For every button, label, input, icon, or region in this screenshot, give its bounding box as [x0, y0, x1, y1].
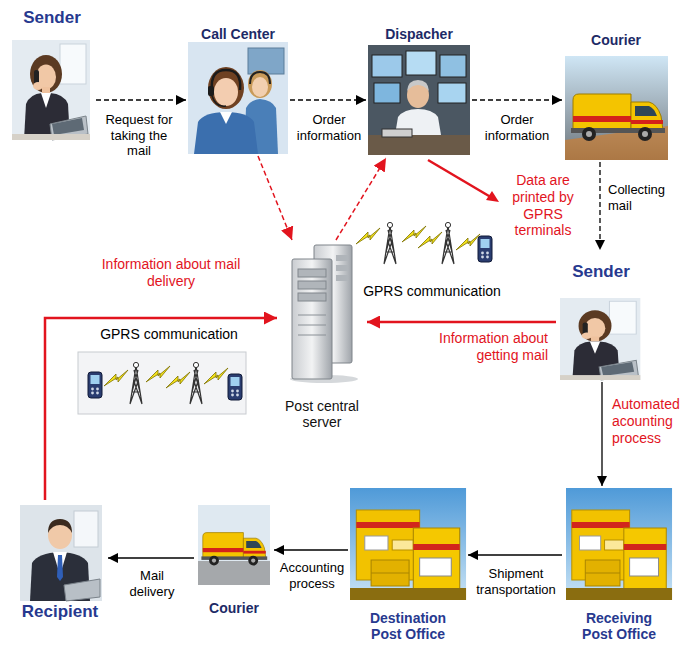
post-office-node: Destination Post Office: [348, 486, 468, 644]
sender-photo: [560, 298, 640, 380]
actor-node: Sender: [556, 250, 646, 382]
edge-label: Request for taking the mail: [98, 112, 180, 159]
flow-arrow: [468, 554, 562, 555]
courier-van-photo: [198, 505, 270, 585]
edge-label: Information about mail delivery: [96, 256, 246, 290]
node-title: Sender: [572, 262, 630, 282]
annotation-label: Data are printed by GPRS terminals: [500, 172, 586, 239]
server-node: Post central server: [277, 240, 367, 432]
flow-arrow: [274, 549, 348, 550]
node-title: Recipient: [22, 602, 99, 622]
flow-arrow: [601, 382, 602, 486]
node-title: Destination Post Office: [360, 610, 456, 642]
flow-arrow: [336, 158, 386, 240]
flow-arrow: [472, 99, 562, 100]
server-icon: [290, 245, 358, 383]
post-office-photo: [350, 488, 466, 600]
node-title: Call Center: [201, 26, 275, 42]
flow-arrow: [258, 156, 292, 240]
edge-label: Shipment transportation: [472, 566, 560, 597]
edge-label: Collecting mail: [608, 182, 674, 213]
sender-photo: [12, 40, 90, 140]
courier-van-photo: [565, 56, 668, 160]
post-office-node: Receiving Post Office: [562, 486, 676, 644]
flow-arrow: [45, 318, 277, 500]
gprs-illustration: [356, 222, 492, 264]
flow-arrow: [108, 557, 194, 558]
actor-node: Sender: [8, 6, 96, 142]
edge-label: Accounting process: [277, 560, 347, 591]
annotation-label: GPRS communication: [352, 283, 512, 300]
node-title: Post central server: [280, 398, 364, 430]
edge-label: Automated acounting process: [612, 396, 688, 446]
call-center-photo: [188, 42, 288, 154]
flow-arrow: [96, 99, 186, 100]
actor-node: Dispacher: [366, 24, 472, 158]
arrowhead: [486, 191, 499, 202]
flow-arrow: [290, 99, 366, 100]
edge-label: Information about getting mail: [398, 330, 548, 364]
actor-node: Recipient: [12, 500, 108, 624]
edge-label: Order information: [476, 112, 558, 143]
flow-arrow: [367, 321, 556, 324]
node-title: Dispacher: [385, 26, 453, 42]
node-title: Receiving Post Office: [573, 610, 665, 642]
edge-label: Mail delivery: [116, 568, 188, 599]
node-title: Sender: [23, 8, 81, 28]
node-title: Courier: [209, 600, 259, 616]
actor-node: Courier: [194, 500, 274, 618]
actor-node: Call Center: [186, 24, 290, 156]
post-office-photo: [566, 488, 672, 600]
gprs-illustration: [78, 352, 246, 414]
pointer-arrow: [428, 160, 494, 199]
recipient-photo: [20, 505, 102, 601]
edge-label: Order information: [294, 112, 364, 143]
node-title: Courier: [591, 32, 641, 48]
flow-arrow: [599, 162, 600, 250]
annotation-label: GPRS communication: [84, 326, 254, 343]
actor-node: Courier: [562, 30, 670, 162]
dispatcher-photo: [368, 45, 470, 155]
